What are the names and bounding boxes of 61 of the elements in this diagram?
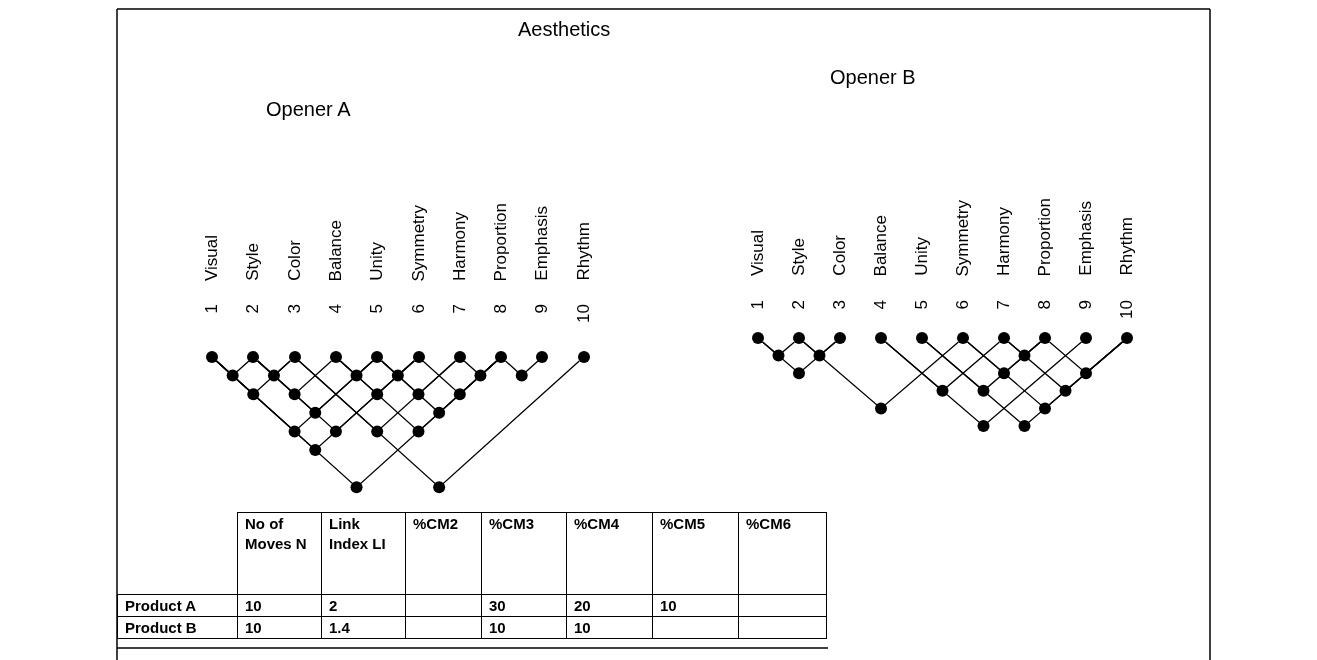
move-label: Style [788,238,809,276]
move-number: 2 [242,304,264,314]
move-label: Color [283,240,305,281]
table-value: 2 [329,597,338,614]
column-header: %CM3 [489,515,534,532]
move-number: 10 [1116,300,1137,319]
move-label: Color [829,235,850,276]
move-number: 10 [572,304,594,323]
move-number: 7 [448,304,470,314]
table-value: 30 [489,597,506,614]
move-label: Balance [324,219,346,281]
table-value: 20 [574,597,591,614]
move-label: Symmetry [407,204,429,281]
table-value: 10 [245,619,262,636]
table-value: 1.4 [329,619,350,636]
column-header: %CM4 [574,515,619,532]
column-header: %CM2 [413,515,458,532]
move-label: Rhythm [1116,217,1137,276]
move-number: 7 [993,300,1014,310]
move-number: 5 [366,304,388,314]
move-number: 9 [531,304,553,314]
move-label: Unity [911,237,932,276]
move-number: 6 [407,304,429,314]
move-label: Rhythm [572,222,594,281]
move-label: Visual [201,235,222,281]
graph-heading: Opener B [830,66,916,89]
column-header: Link Index LI [329,515,386,552]
graph-heading: Opener A [266,98,351,121]
row-header: Product A [125,597,197,614]
move-number: 4 [324,304,346,314]
move-number: 2 [788,300,809,310]
move-number: 9 [1075,300,1096,310]
column-header: %CM5 [660,515,705,532]
move-label: Harmony [448,212,470,281]
move-number: 5 [911,300,932,310]
move-label: Visual [747,230,768,276]
move-label: Emphasis [1075,201,1096,276]
move-number: 3 [283,304,305,314]
column-header: No of Moves N [245,515,307,552]
table-value: 10 [574,619,591,636]
move-number: 3 [829,300,850,310]
column-header: %CM6 [746,515,791,532]
table-value: 10 [489,619,506,636]
move-label: Balance [870,214,891,276]
move-label: Harmony [993,207,1014,276]
move-label: Style [242,243,264,281]
move-label: Proportion [490,202,512,281]
move-number: 6 [952,300,973,310]
move-number: 8 [1034,300,1055,310]
move-number: 8 [490,304,512,314]
move-label: Emphasis [531,206,553,281]
table-value: 10 [660,597,677,614]
move-label: Symmetry [952,199,973,276]
row-header: Product B [125,619,197,636]
move-number: 4 [870,300,891,310]
move-number: 1 [747,300,768,310]
table-value: 10 [245,597,262,614]
move-label: Unity [366,242,388,281]
diagram-title: Aesthetics [518,18,611,41]
move-label: Proportion [1034,197,1055,276]
move-number: 1 [201,304,222,314]
